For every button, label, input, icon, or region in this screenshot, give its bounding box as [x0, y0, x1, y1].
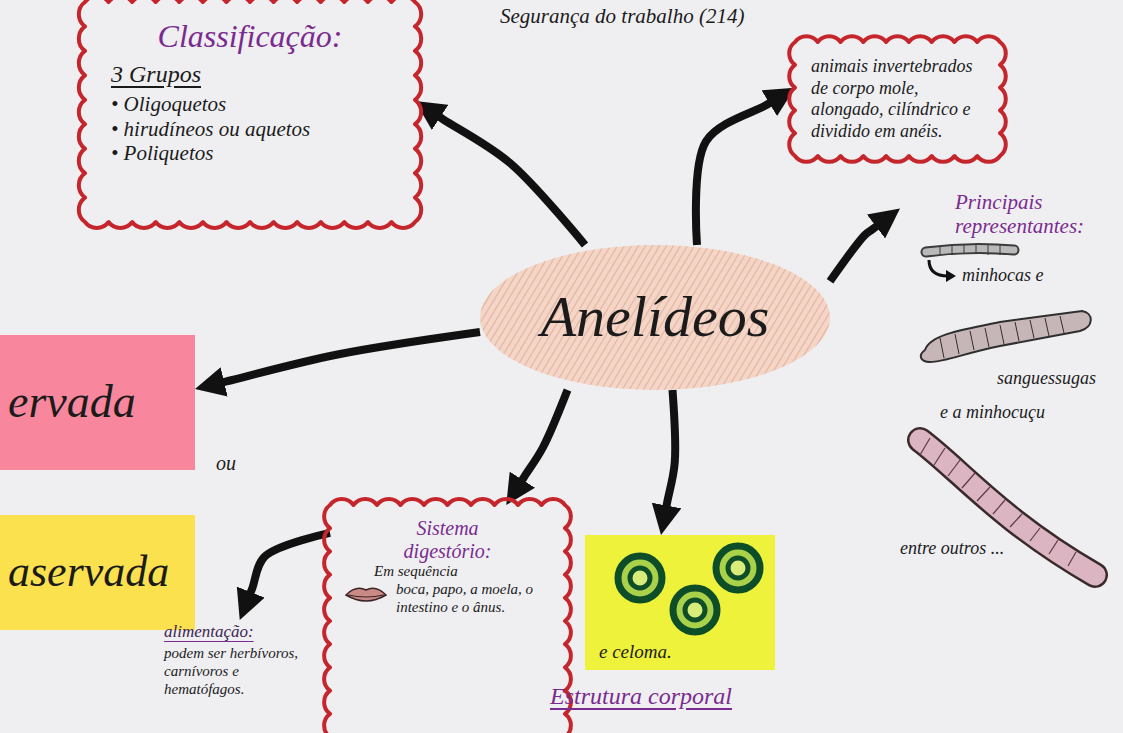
free-label: ou: [216, 452, 236, 475]
sticky-note: [585, 535, 775, 670]
central-ellipse: Anelídeos: [480, 245, 830, 390]
arrow-connector: [517, 390, 568, 488]
sticky-note-box: aservada: [0, 515, 195, 630]
arrow-connector: [665, 390, 675, 515]
node-subtext: e a minhocuçu: [940, 402, 1110, 423]
ellipse-ground: [480, 245, 830, 390]
node-subtext: boca, papo, a moela, o intestino e o ânu…: [344, 580, 551, 616]
node-text: e celoma.: [599, 641, 719, 663]
node-text: ervada: [8, 376, 136, 429]
sticky-note-box: e celoma.Estrutura corporal: [585, 535, 775, 720]
cloud-border: [789, 36, 1006, 162]
hatching: [335, 245, 1059, 390]
node-text: aservada: [8, 547, 169, 598]
node-text: alimentação:: [164, 622, 301, 642]
node-subtext: 3 Grupos: [111, 61, 389, 89]
node-text: Anelídeos: [541, 284, 770, 351]
arrow-connector: [696, 98, 778, 245]
arrow-connector: [432, 112, 585, 245]
page-title: Segurança do trabalho (214): [500, 4, 744, 28]
node-text: Classificação:: [111, 18, 389, 55]
pointer-arrow: [929, 260, 956, 282]
lips-icon: [346, 588, 386, 601]
node-subtext: • Oligoquetos: [111, 92, 389, 116]
node-subtext: podem ser herbívoros, carnívoros e hemat…: [164, 644, 301, 698]
sticky-note-box: ervada: [0, 335, 195, 470]
node-text: animais invertebrados de corpo mole, alo…: [811, 56, 984, 142]
cloud-border: [79, 0, 421, 228]
node-subtext: Em sequência: [374, 563, 551, 580]
arrow-connector: [214, 332, 480, 384]
cloud-border: [324, 499, 571, 733]
arrow-connector: [830, 221, 884, 282]
cloud-box: Sistema digestório:Em sequênciaboca, pap…: [330, 505, 565, 733]
arrow-connector: [247, 533, 330, 602]
node-subtext: • Poliquetos: [111, 141, 389, 165]
node-text: Sistema digestório:: [383, 517, 513, 563]
earthworm-small: [926, 244, 1014, 256]
node-subtext: Estrutura corporal: [550, 683, 800, 711]
cloud-box: Classificação: 3 Grupos • Oligoquetos• hir…: [85, 2, 415, 222]
node-subtext: • hirudíneos ou aquetos: [111, 117, 389, 141]
node-subtext: sanguessugas: [997, 368, 1115, 389]
node-text: Principais representantes:: [955, 190, 1115, 238]
cloud-box: animais invertebrados de corpo mole, alo…: [795, 42, 1000, 156]
node-subtext: entre outros ...: [900, 538, 1070, 559]
node-subtext: minhocas e: [962, 265, 1112, 286]
examples-group: Principais representantes: minhocas e sang…: [900, 190, 1115, 560]
leech-drawing: [921, 311, 1091, 362]
note-box: alimentação:podem ser herbívoros, carnív…: [160, 620, 305, 700]
cloud-outline: [330, 505, 565, 733]
